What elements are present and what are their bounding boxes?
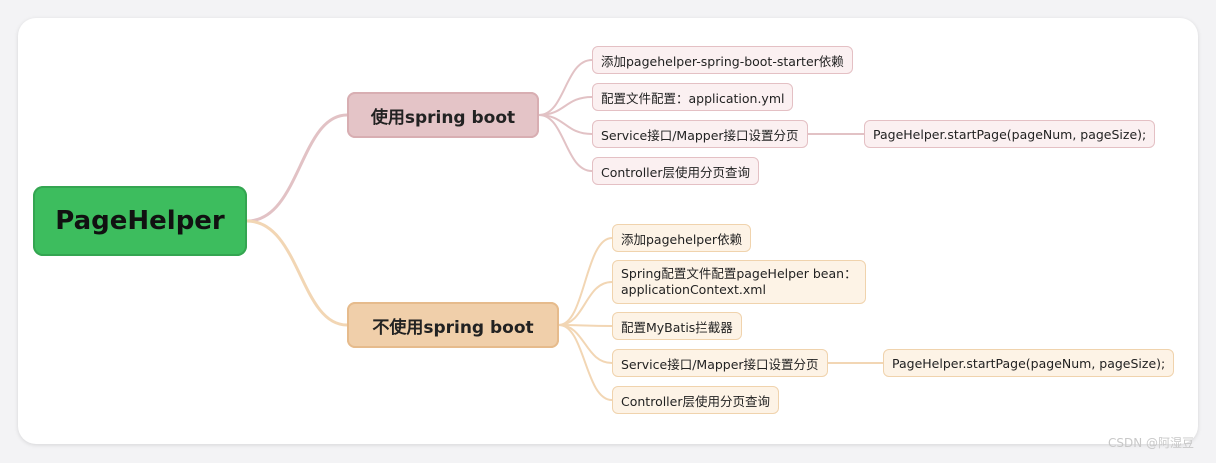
connector-b1-leaf4 xyxy=(538,114,593,172)
connector-b1-leaf1 xyxy=(538,59,593,116)
branch-node-with-spring-boot[interactable]: 使用spring boot xyxy=(347,92,539,138)
connector-b2-leaf2 xyxy=(558,281,613,326)
connector-root-branch2 xyxy=(246,219,348,327)
connector-b2-leaf5 xyxy=(558,324,613,401)
leaf-config-application-yml[interactable]: 配置文件配置：application.yml xyxy=(592,83,794,111)
leaf-config-mybatis-interceptor[interactable]: 配置MyBatis拦截器 xyxy=(612,312,742,340)
leaf-pagehelper-startpage[interactable]: PageHelper.startPage(pageNum, pageSize); xyxy=(864,120,1156,148)
leaf-spring-config-line1: Spring配置文件配置pageHelper bean： xyxy=(621,266,857,281)
watermark-text: CSDN @阿湿豆 xyxy=(1107,436,1194,450)
leaf-controller-paged-query-2[interactable]: Controller层使用分页查询 xyxy=(612,386,779,414)
root-node-pagehelper[interactable]: PageHelper xyxy=(33,186,247,256)
leaf-pagehelper-startpage-2[interactable]: PageHelper.startPage(pageNum, pageSize); xyxy=(883,349,1175,377)
leaf-service-mapper-pagination[interactable]: Service接口/Mapper接口设置分页 xyxy=(592,120,808,148)
connector-root-branch1 xyxy=(246,113,348,223)
leaf-controller-paged-query[interactable]: Controller层使用分页查询 xyxy=(592,157,759,185)
leaf-spring-config-line2: applicationContext.xml xyxy=(621,282,766,297)
connector-b2-leaf1 xyxy=(558,237,613,326)
leaf-service-mapper-pagination-2[interactable]: Service接口/Mapper接口设置分页 xyxy=(612,349,828,377)
leaf-spring-config-bean[interactable]: Spring配置文件配置pageHelper bean： application… xyxy=(612,260,866,304)
connector-b2-leaf4 xyxy=(558,324,613,364)
branch-node-without-spring-boot[interactable]: 不使用spring boot xyxy=(347,302,559,348)
leaf-add-starter-dependency[interactable]: 添加pagehelper-spring-boot-starter依赖 xyxy=(592,46,853,74)
leaf-add-pagehelper-dependency[interactable]: 添加pagehelper依赖 xyxy=(612,224,752,252)
